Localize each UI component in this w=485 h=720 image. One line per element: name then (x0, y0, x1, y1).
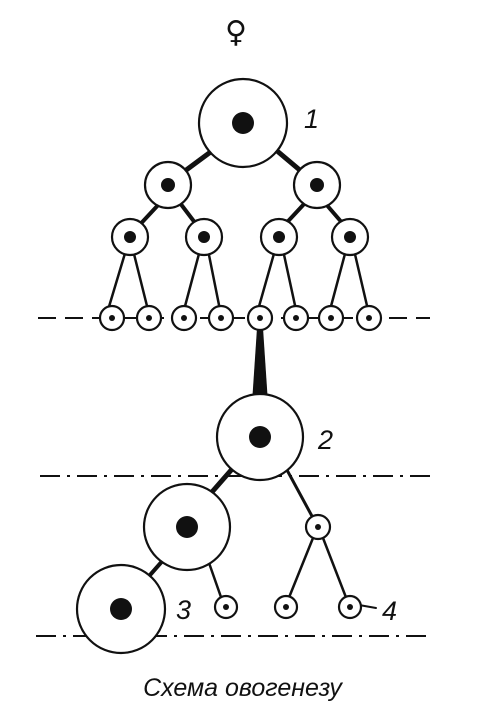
cell-gen2 (292, 160, 342, 210)
label-4: 4 (382, 596, 397, 626)
edge (321, 536, 349, 602)
primary-oocyte-cell (215, 392, 305, 482)
edge (182, 248, 202, 312)
cell-gen2 (143, 160, 193, 210)
edge (286, 536, 315, 602)
cell-gen4 (246, 304, 274, 332)
edge (131, 248, 150, 312)
edge (206, 558, 224, 602)
edge (206, 248, 222, 312)
cell-gen4 (207, 304, 235, 332)
edge (328, 248, 348, 312)
polar-body-cell (304, 513, 332, 541)
diagram-caption: Схема овогенезу (143, 674, 342, 702)
edge-taper (252, 328, 268, 403)
cell-gen4 (317, 304, 345, 332)
edge (256, 248, 277, 312)
cell-gen4 (355, 304, 383, 332)
cell-gen3 (330, 217, 370, 257)
ovum-cell (75, 563, 167, 655)
label-3: 3 (176, 595, 191, 625)
cell-gen4 (170, 304, 198, 332)
oogonium-cell (197, 77, 289, 169)
cell-gen3 (110, 217, 150, 257)
cell-gen4 (282, 304, 310, 332)
polar-body-cell (273, 594, 299, 620)
polar-body-cell (337, 594, 363, 620)
edge (281, 248, 298, 312)
edge (352, 248, 370, 312)
label-2: 2 (317, 425, 333, 455)
cell-gen3 (184, 217, 224, 257)
polar-body-cell (213, 594, 239, 620)
cell-gen4 (135, 304, 163, 332)
edge (285, 468, 315, 520)
cell-gen4 (98, 304, 126, 332)
secondary-oocyte-cell (142, 482, 232, 572)
label-1: 1 (304, 104, 319, 134)
female-symbol-icon: ♀ (225, 15, 247, 50)
cells (75, 77, 383, 655)
cell-gen3 (259, 217, 299, 257)
edge (106, 248, 128, 312)
